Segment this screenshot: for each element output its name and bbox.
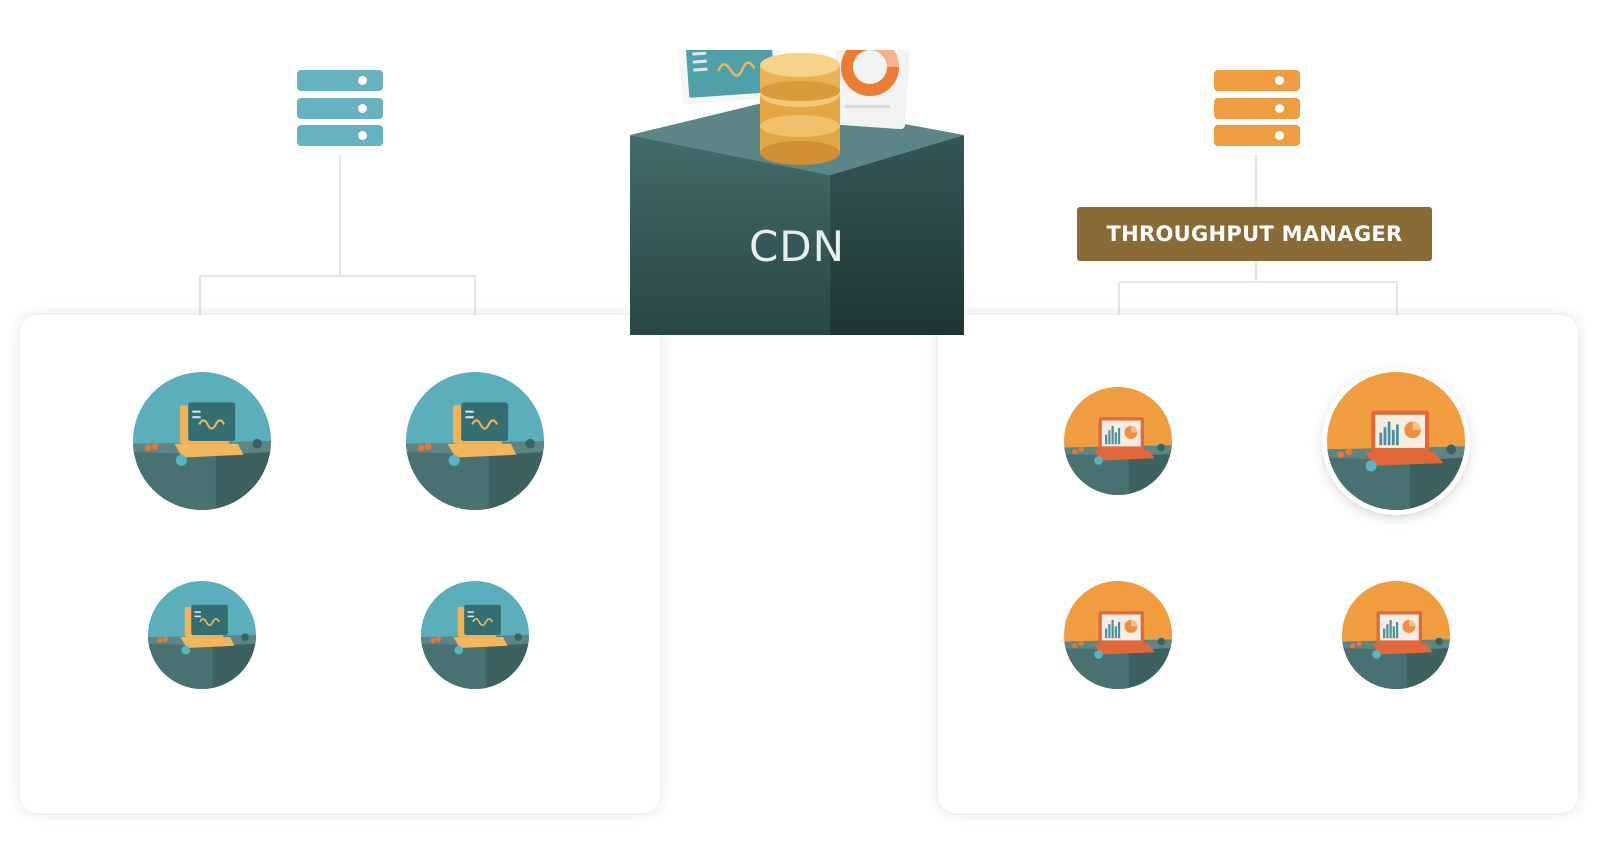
throughput-manager-label: THROUGHPUT MANAGER — [1106, 222, 1403, 246]
connector-line — [1255, 155, 1257, 207]
dashboard-panel-icon — [677, 50, 783, 105]
cdn-block — [630, 50, 964, 335]
database-icon — [760, 53, 840, 165]
connector-line — [1118, 281, 1398, 283]
client-laptop-orange-icon — [1064, 581, 1172, 689]
server-icon — [297, 70, 383, 150]
connector-line — [339, 155, 341, 275]
connector-line — [1396, 281, 1398, 335]
cdn-label: CDN — [748, 222, 846, 271]
donut-chart-icon — [831, 50, 913, 130]
client-laptop-teal-icon — [133, 372, 271, 510]
client-laptop-teal-icon — [421, 581, 529, 689]
connector-line — [474, 275, 476, 335]
client-laptop-teal-icon — [148, 581, 256, 689]
client-group-panel-orange — [938, 315, 1578, 813]
connector-line — [199, 275, 476, 277]
client-laptop-orange-icon — [1327, 372, 1465, 510]
server-icon — [1214, 70, 1300, 150]
client-laptop-teal-icon — [406, 372, 544, 510]
connector-line — [1118, 281, 1120, 335]
connector-line — [1255, 261, 1257, 281]
client-laptop-orange-icon — [1064, 387, 1172, 495]
throughput-manager-box: THROUGHPUT MANAGER — [1077, 207, 1432, 261]
client-group-panel-teal — [20, 315, 660, 813]
connector-line — [199, 275, 201, 335]
client-laptop-orange-icon — [1342, 581, 1450, 689]
